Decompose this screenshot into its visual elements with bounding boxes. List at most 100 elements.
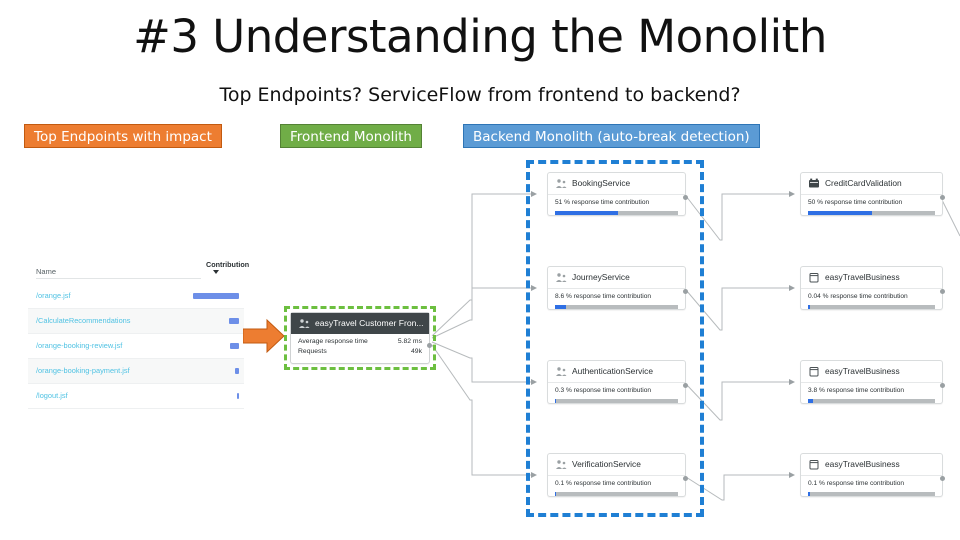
table-row[interactable]: /CalculateRecommendations bbox=[28, 309, 244, 334]
contribution-bar-fill bbox=[808, 211, 872, 215]
service-icon bbox=[299, 319, 310, 328]
top-endpoints-table[interactable]: Name Contribution /orange.jsf/CalculateR… bbox=[28, 258, 249, 410]
column-header-contribution[interactable]: Contribution bbox=[206, 260, 250, 269]
container-icon bbox=[809, 367, 819, 377]
node-header bbox=[548, 173, 685, 195]
contribution-bar bbox=[193, 293, 239, 299]
node-header bbox=[801, 454, 942, 476]
endpoint-link[interactable]: /logout.jsf bbox=[36, 391, 68, 400]
node-body: 0.3 % response time contribution bbox=[548, 382, 685, 403]
column-header-name[interactable]: Name bbox=[36, 267, 57, 276]
endpoint-link[interactable]: /CalculateRecommendations bbox=[36, 316, 131, 325]
node-output-port[interactable] bbox=[683, 195, 688, 200]
node-body: 51 % response time contribution bbox=[548, 194, 685, 215]
contribution-bar bbox=[237, 393, 239, 399]
contribution-bar-track bbox=[555, 492, 678, 496]
metric-label: 0.04 % response time contribution bbox=[808, 293, 908, 300]
node-output-port[interactable] bbox=[427, 343, 432, 348]
node-header bbox=[801, 361, 942, 383]
contribution-bar-fill bbox=[555, 305, 566, 309]
contribution-bar-track bbox=[808, 399, 935, 403]
node-downstream-service[interactable]: easyTravelBusiness 3.8 % response time co… bbox=[800, 360, 945, 404]
metric-label-response-time: Average response time bbox=[298, 338, 368, 345]
contribution-bar bbox=[235, 368, 239, 374]
contribution-bar-fill bbox=[808, 399, 813, 403]
node-title: easyTravel Customer Fron... bbox=[315, 318, 424, 328]
service-icon bbox=[556, 460, 567, 469]
node-body: 0.1 % response time contribution bbox=[548, 475, 685, 496]
metric-label: 3.8 % response time contribution bbox=[808, 387, 905, 394]
metric-label-requests: Requests bbox=[298, 348, 327, 355]
table-row[interactable]: /logout.jsf bbox=[28, 384, 244, 409]
page-subtitle: Top Endpoints? ServiceFlow from frontend… bbox=[219, 84, 741, 106]
metric-label: 50 % response time contribution bbox=[808, 199, 903, 206]
metric-value-response-time: 5.82 ms bbox=[397, 338, 422, 345]
metric-label: 0.1 % response time contribution bbox=[555, 480, 652, 487]
node-header bbox=[801, 267, 942, 289]
flow-arrow-icon bbox=[243, 318, 285, 354]
node-output-port[interactable] bbox=[683, 383, 688, 388]
node-title: easyTravelBusiness bbox=[825, 366, 900, 376]
service-icon bbox=[556, 179, 567, 188]
database-icon bbox=[809, 178, 819, 188]
node-body: 50 % response time contribution bbox=[801, 194, 942, 215]
node-output-port[interactable] bbox=[683, 289, 688, 294]
endpoint-link[interactable]: /orange.jsf bbox=[36, 291, 71, 300]
table-header: Name Contribution bbox=[28, 258, 249, 284]
node-title: CreditCardValidation bbox=[825, 178, 902, 188]
table-body: /orange.jsf/CalculateRecommendations/ora… bbox=[28, 284, 244, 409]
contribution-bar-fill bbox=[555, 399, 557, 403]
node-output-port[interactable] bbox=[940, 383, 945, 388]
contribution-bar-track bbox=[555, 305, 678, 309]
table-row[interactable]: /orange.jsf bbox=[28, 284, 244, 309]
node-title: BookingService bbox=[572, 178, 631, 188]
endpoint-link[interactable]: /orange-booking-payment.jsf bbox=[36, 366, 130, 375]
node-output-port[interactable] bbox=[940, 476, 945, 481]
contribution-bar-fill bbox=[555, 492, 557, 496]
endpoint-link[interactable]: /orange-booking-review.jsf bbox=[36, 341, 123, 350]
node-header bbox=[548, 361, 685, 383]
service-icon bbox=[556, 367, 567, 376]
node-body: 0.04 % response time contribution bbox=[801, 288, 942, 309]
contribution-bar-track bbox=[555, 399, 678, 403]
node-downstream-service[interactable]: CreditCardValidation 50 % response time c… bbox=[800, 172, 945, 216]
contribution-bar bbox=[230, 343, 239, 349]
node-output-port[interactable] bbox=[940, 289, 945, 294]
backend-highlight-box bbox=[526, 160, 704, 517]
node-backend-service[interactable]: AuthenticationService 0.3 % response time… bbox=[547, 360, 688, 404]
contribution-bar-track bbox=[808, 492, 935, 496]
container-icon bbox=[809, 460, 819, 470]
caption-backend-monolith: Backend Monolith (auto-break detection) bbox=[463, 124, 760, 148]
page-title: #3 Understanding the Monolith bbox=[133, 10, 827, 63]
node-output-port[interactable] bbox=[940, 195, 945, 200]
frontend-highlight-box bbox=[284, 306, 436, 370]
node-body: 3.8 % response time contribution bbox=[801, 382, 942, 403]
table-row[interactable]: /orange-booking-review.jsf bbox=[28, 334, 244, 359]
contribution-bar-fill bbox=[808, 305, 810, 309]
container-icon bbox=[809, 273, 819, 283]
node-title: JourneyService bbox=[572, 272, 630, 282]
node-backend-service[interactable]: BookingService 51 % response time contrib… bbox=[547, 172, 688, 216]
table-row[interactable]: /orange-booking-payment.jsf bbox=[28, 359, 244, 384]
service-icon bbox=[556, 273, 567, 282]
node-backend-service[interactable]: JourneyService 8.6 % response time contri… bbox=[547, 266, 688, 310]
node-header bbox=[548, 267, 685, 289]
node-frontend-service[interactable]: easyTravel Customer Fron... Average resp… bbox=[290, 312, 432, 364]
node-output-port[interactable] bbox=[683, 476, 688, 481]
metric-value-requests: 49k bbox=[411, 348, 422, 355]
contribution-bar-fill bbox=[808, 492, 810, 496]
metric-label: 0.1 % response time contribution bbox=[808, 480, 905, 487]
caption-frontend-monolith: Frontend Monolith bbox=[280, 124, 422, 148]
contribution-bar-track bbox=[808, 305, 935, 309]
column-header-rule bbox=[36, 278, 201, 279]
metric-label: 8.6 % response time contribution bbox=[555, 293, 652, 300]
node-title: AuthenticationService bbox=[572, 366, 654, 376]
sort-descending-icon[interactable] bbox=[213, 270, 219, 274]
caption-top-endpoints: Top Endpoints with impact bbox=[24, 124, 222, 148]
contribution-bar-fill bbox=[555, 211, 618, 215]
node-body: 0.1 % response time contribution bbox=[801, 475, 942, 496]
